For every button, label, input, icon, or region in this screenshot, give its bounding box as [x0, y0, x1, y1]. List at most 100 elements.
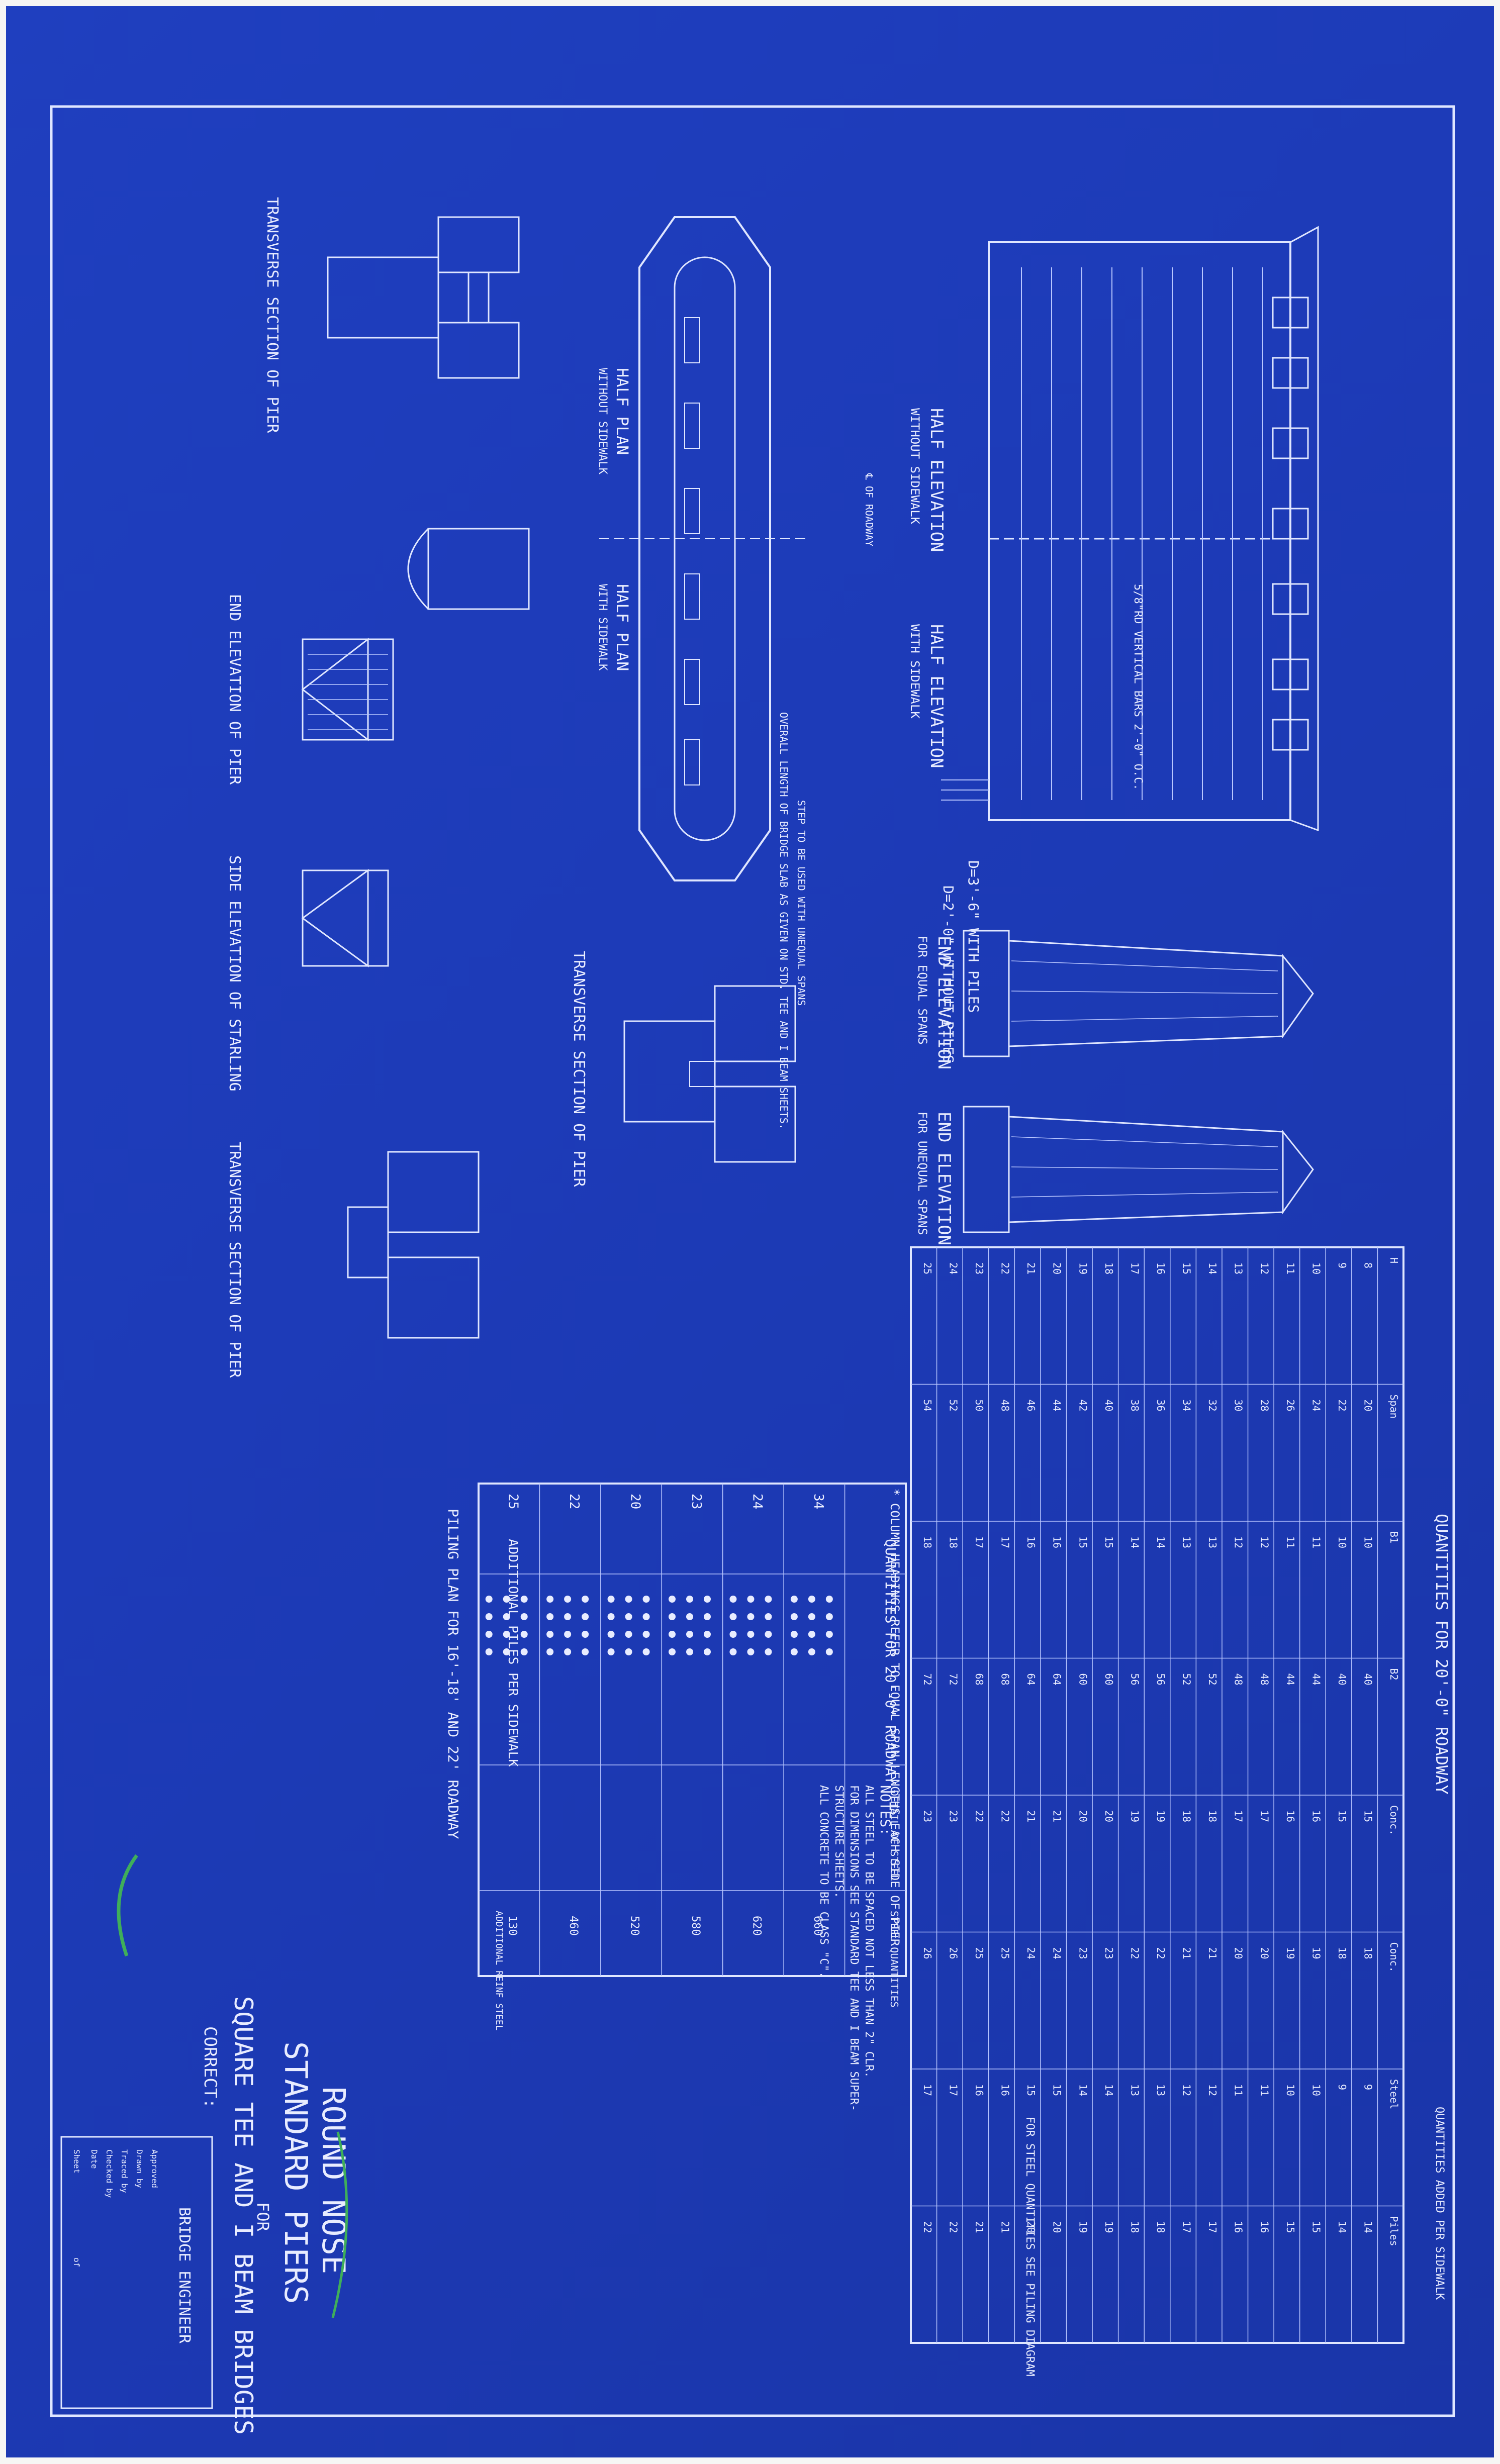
end-elev-pier-label: END ELEVATION OF PIER — [226, 594, 243, 785]
table-cell: 19 — [1103, 2221, 1115, 2233]
table-cell: 26 — [921, 1947, 933, 1959]
table-cell: 24 — [1025, 1947, 1037, 1959]
table-cell: 9 — [1336, 2084, 1348, 2090]
table-cell: 13 — [1233, 1262, 1245, 1274]
pile-dot — [686, 1648, 693, 1655]
table-cell: 14 — [1103, 2084, 1115, 2096]
table-cell: 16 — [1310, 1810, 1322, 1822]
title-of: of — [72, 2257, 81, 2267]
pile-dot — [790, 1596, 798, 1603]
table-cell: 68 — [973, 1673, 985, 1686]
side-elev-starling-label: SIDE ELEVATION OF STARLING — [226, 855, 243, 1092]
pile-dot — [747, 1613, 755, 1620]
table-cell: 16 — [1284, 1810, 1296, 1822]
half-elev-no-walk-sub: WITHOUT SIDEWALK — [908, 408, 922, 525]
table-cell: 72 — [921, 1673, 933, 1686]
table-cell: 14 — [1129, 1536, 1141, 1548]
pile-dot — [686, 1613, 693, 1620]
table-cell: 19 — [1310, 1947, 1322, 1959]
pile-dot — [485, 1648, 493, 1655]
table-cell: 10 — [1284, 2084, 1296, 2096]
table-cell: 56 — [1129, 1673, 1141, 1686]
pile-dot — [607, 1613, 615, 1620]
table-cell: 9 — [1362, 2084, 1374, 2090]
overall-length-note: OVERALL LENGTH OF BRIDGE SLAB AS GIVEN O… — [778, 712, 790, 1130]
table-cell: 17 — [1181, 2221, 1193, 2233]
title-drawn-by: Drawn by — [135, 2149, 144, 2188]
table-cell: 16 — [1155, 1262, 1167, 1274]
table-cell: 20 — [1051, 2221, 1063, 2233]
title-for: FOR — [253, 2202, 272, 2232]
table-header-cell: B1 — [1388, 1531, 1400, 1543]
table-cell: 19 — [1077, 2221, 1089, 2233]
half-plan-no-walk-sub: WITHOUT SIDEWALK — [596, 368, 609, 475]
blueprint-background: HALF ELEVATION WITHOUT SIDEWALK HALF ELE… — [6, 6, 1494, 2457]
table-cell: 13 — [1155, 2084, 1167, 2096]
pile-dot — [790, 1613, 798, 1620]
pile-dot — [642, 1596, 650, 1603]
table-cell: 20 — [1077, 1810, 1089, 1822]
table-header-cell: Conc. — [1388, 1805, 1400, 1835]
pile-dot — [607, 1631, 615, 1638]
table-cell: 23 — [1077, 1947, 1089, 1959]
quantities-footnote: * COLUMN HEADINGS REFER TO EQUAL SPAN LE… — [888, 1489, 902, 1946]
pile-dot — [729, 1631, 737, 1638]
table-header-cell: Conc. — [1388, 1942, 1400, 1973]
title-standard-piers: STANDARD PIERS — [277, 2041, 314, 2304]
table-cell: 48 — [999, 1400, 1011, 1412]
piling-row-label: 23 — [689, 1494, 704, 1509]
table-cell: 36 — [1155, 1400, 1167, 1412]
table-cell: 18 — [1129, 2221, 1141, 2233]
table-cell: 40 — [1362, 1673, 1374, 1686]
title-checked-by: Checked by — [105, 2149, 114, 2198]
table-cell: 22 — [999, 1262, 1011, 1274]
table-cell: 21 — [999, 2221, 1011, 2233]
end-elev-unequal-sub: FOR UNEQUAL SPANS — [915, 1112, 929, 1235]
table-cell: 21 — [973, 2221, 985, 2233]
table-cell: 18 — [1181, 1810, 1193, 1822]
table-cell: 54 — [921, 1400, 933, 1412]
piling-row-label: 34 — [811, 1494, 826, 1509]
pile-dot — [808, 1648, 815, 1655]
pile-dot — [825, 1648, 833, 1655]
blueprint-drawing: HALF ELEVATION WITHOUT SIDEWALK HALF ELE… — [50, 105, 1455, 2435]
table-cell: 44 — [1284, 1673, 1296, 1686]
pile-dot — [582, 1648, 589, 1655]
table-cell: 17 — [1258, 1810, 1270, 1822]
transverse-section-1: TRANSVERSE SECTION OF PIER — [263, 197, 520, 434]
pile-dot — [520, 1613, 528, 1620]
table-cell: 9 — [1336, 1262, 1348, 1268]
note-line-3: STRUCTURE SHEETS. — [832, 1785, 845, 1898]
table-cell: 15 — [1051, 2084, 1063, 2096]
pile-dot — [520, 1631, 528, 1638]
vertical-bars-note: 5/8"RD VERTICAL BARS 2'-0" O.C. — [1132, 584, 1144, 791]
pile-dot — [825, 1596, 833, 1603]
quantities-table: QUANTITIES FOR 20'-0" ROADWAY QUANTITIES… — [888, 1246, 1451, 2377]
table-cell: 12 — [1233, 1536, 1245, 1548]
green-marker-stroke — [117, 1854, 138, 1957]
table-cell: 14 — [1336, 2221, 1348, 2233]
steel-quantity-cell: 460 — [567, 1916, 580, 1936]
additional-steel-header: ADDITIONAL REINF STEEL — [494, 1911, 504, 2031]
table-cell: 32 — [1206, 1400, 1218, 1412]
title-block: ROUND NOSE STANDARD PIERS FOR SQUARE TEE… — [60, 1854, 352, 2435]
piling-row-label: 22 — [567, 1494, 582, 1509]
table-cell: 22 — [1129, 1947, 1141, 1959]
table-cell: 15 — [1310, 2221, 1322, 2233]
transverse-section-3: TRANSVERSE SECTION OF PIER — [226, 1142, 480, 1378]
table-cell: 15 — [1181, 1262, 1193, 1274]
pile-dot — [625, 1631, 632, 1638]
table-cell: 18 — [1103, 1262, 1115, 1274]
piling-plan-title: PILING PLAN FOR 16'-18' AND 22' ROADWAY — [445, 1509, 461, 1839]
table-cell: 21 — [1206, 1947, 1218, 1959]
table-cell: 64 — [1025, 1673, 1037, 1686]
end-elevations: END ELEVATION FOR EQUAL SPANS END ELEVAT… — [915, 930, 1314, 1245]
pile-dot — [546, 1613, 554, 1620]
table-cell: 22 — [1155, 1947, 1167, 1959]
pile-dot — [546, 1596, 554, 1603]
half-plan-no-walk-label: HALF PLAN — [613, 368, 632, 455]
table-cell: 72 — [947, 1673, 959, 1686]
table-cell: 60 — [1103, 1673, 1115, 1686]
pile-dot — [704, 1648, 711, 1655]
table-cell: 23 — [973, 1262, 985, 1274]
